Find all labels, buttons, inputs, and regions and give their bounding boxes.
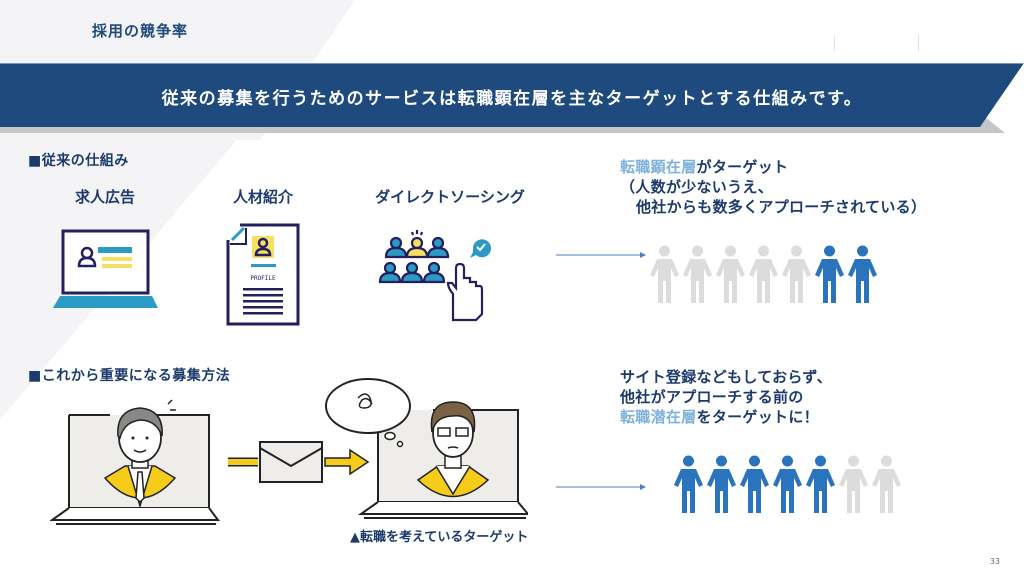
laptop-job-ad-icon [53,229,158,308]
arrow-to-people-traditional [556,252,646,258]
person-icon-highlighted [806,455,835,517]
header-divider [834,35,835,51]
recruiter-laptop-illustration [50,399,220,525]
candidate-laptop-illustration [325,378,528,519]
target-line-1: がターゲット [696,158,789,176]
method-label-agency: 人材紹介 [232,188,293,206]
people-row-future [674,455,901,517]
person-icon [716,245,745,307]
person-icon-highlighted [773,455,802,517]
banner-message: 従来の募集を行うためのサービスは転職顕在層を主なターゲットとする仕組みです。 [161,89,863,109]
target-line-2: 他社がアプローチする前の [620,388,804,406]
target-line-3: 他社からも数多くアプローチされている） [636,198,927,216]
profile-icon-text: PROFILE [250,275,276,282]
profile-document-icon: PROFILE [226,223,300,326]
person-icon-highlighted [815,245,844,307]
person-icon [650,245,679,307]
target-line-1: サイト登録などもしておらず、 [620,368,832,386]
header-title: 採用の競争率 [92,22,189,40]
header-divider [918,35,919,51]
page-number: 33 [989,557,1000,566]
target-description-traditional: 転職顕在層がターゲット （人数が少ないうえ、 他社からも数多くアプローチされてい… [620,157,926,217]
people-row-traditional [650,245,877,307]
person-icon [683,245,712,307]
person-icon-highlighted [848,245,877,307]
highlight-overt-seekers: 転職顕在層 [620,158,697,176]
banner-background [0,63,1024,133]
person-icon [872,455,901,517]
highlight-latent-seekers: 転職潜在層 [620,408,697,426]
method-label-direct-sourcing: ダイレクトソーシング [375,188,525,206]
person-icon-highlighted [740,455,769,517]
target-line-2: （人数が少ないうえ、 [620,178,774,196]
target-line-3: をターゲットに！ [696,408,819,426]
person-icon-highlighted [707,455,736,517]
candidate-caption: ▲転職を考えているターゲット [350,530,529,545]
people-select-hand-icon [378,230,491,322]
arrow-to-people-future [556,484,646,490]
section-title-future: ■これから重要になる募集方法 [28,368,231,384]
method-label-job-ad: 求人広告 [74,188,135,206]
section-title-traditional: ■従来の仕組み [28,153,129,169]
person-icon [749,245,778,307]
person-icon [839,455,868,517]
person-icon [782,245,811,307]
person-icon-highlighted [674,455,703,517]
message-envelope-arrow [228,441,370,483]
target-description-future: サイト登録などもしておらず、 他社がアプローチする前の 転職潜在層をターゲットに… [620,367,832,427]
